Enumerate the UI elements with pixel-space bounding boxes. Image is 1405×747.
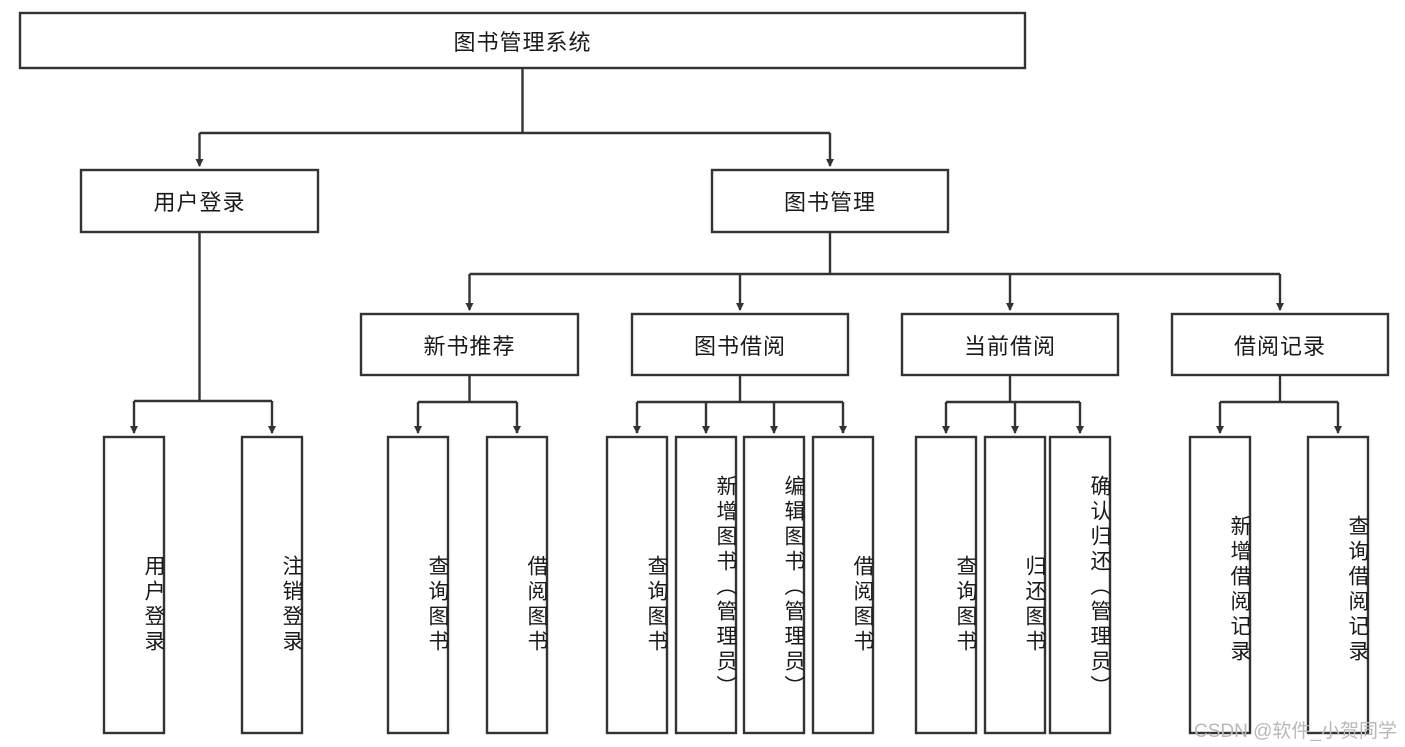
node-leaf-confirm-return[interactable] [1048,435,1112,735]
node-leaf-query-book-3[interactable] [914,435,978,735]
node-leaf-user-login[interactable] [102,435,166,735]
node-leaf-return-book[interactable] [983,435,1047,735]
node-current-borrow[interactable] [900,312,1120,377]
node-leaf-borrow-book-2[interactable] [811,435,875,735]
node-leaf-query-book-2[interactable] [605,435,669,735]
node-borrow-record[interactable] [1170,312,1390,377]
node-root[interactable] [18,11,1027,70]
node-leaf-query-record[interactable] [1306,435,1370,735]
node-leaf-user-logout[interactable] [240,435,304,735]
nodes-group [18,11,1390,735]
node-user-login[interactable] [79,168,320,234]
node-leaf-add-record[interactable] [1188,435,1252,735]
node-book-manage[interactable] [710,168,950,234]
node-new-book-rec[interactable] [359,312,580,377]
edges-group [130,68,1342,434]
node-leaf-add-book[interactable] [674,435,738,735]
node-leaf-borrow-book-1[interactable] [485,435,549,735]
node-leaf-query-book-1[interactable] [386,435,450,735]
node-leaf-edit-book[interactable] [742,435,806,735]
node-book-borrow[interactable] [630,312,850,377]
